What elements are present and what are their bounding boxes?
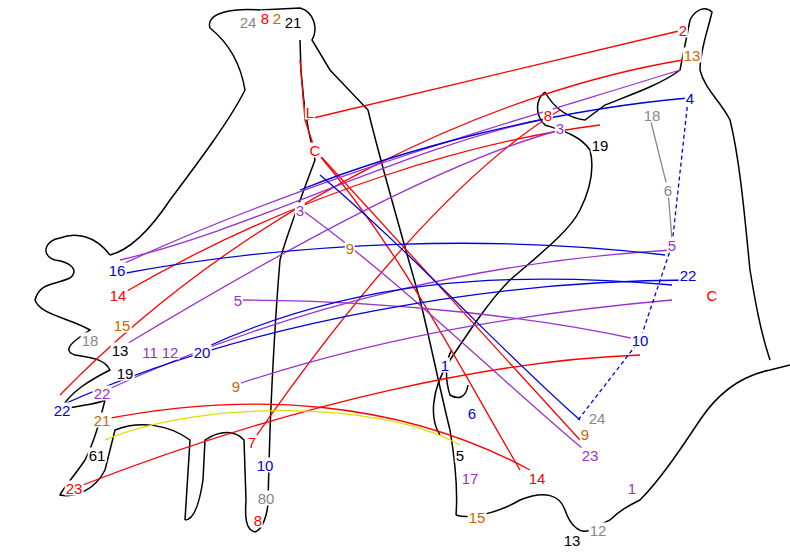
callout-number: 5	[233, 293, 243, 308]
callout-number: 17	[461, 471, 480, 486]
callout-number: 4	[685, 91, 695, 106]
correspondence-lines	[60, 30, 690, 488]
callout-number: C	[706, 288, 719, 303]
callout-number: 1	[440, 358, 450, 373]
callout-number: 9	[345, 241, 355, 256]
callout-number: 2	[272, 11, 282, 26]
callout-number: 6	[467, 406, 477, 421]
callout-number: 6	[663, 183, 673, 198]
callout-number: 8	[253, 513, 263, 528]
callout-number: 3	[555, 121, 565, 136]
callout-number: C	[309, 143, 322, 158]
callout-number: 19	[116, 366, 135, 381]
callout-number: 15	[113, 318, 132, 333]
callout-number: 24	[588, 411, 607, 426]
callout-number: 80	[257, 491, 276, 506]
callout-number: 12	[161, 345, 180, 360]
callout-number: 22	[93, 386, 112, 401]
callout-number: 23	[65, 481, 84, 496]
callout-number: 21	[93, 413, 112, 428]
callout-number: 10	[256, 458, 275, 473]
callout-number: 9	[580, 427, 590, 442]
callout-number: 5	[455, 448, 465, 463]
callout-number: 2	[678, 23, 688, 38]
callout-number: 11	[141, 345, 159, 360]
animal-outlines	[35, 8, 790, 532]
callout-number: 22	[679, 268, 698, 283]
callout-number: 18	[81, 333, 100, 348]
callout-number: 14	[109, 288, 128, 303]
callout-number: 14	[528, 471, 547, 486]
callout-number: L	[305, 105, 315, 120]
callout-number: 10	[631, 333, 650, 348]
callout-number: 13	[111, 343, 130, 358]
callout-number: 22	[53, 403, 72, 418]
callout-number: 23	[581, 448, 600, 463]
callout-number: 13	[563, 533, 582, 548]
callout-number: 9	[231, 379, 241, 394]
callout-number: 15	[468, 510, 487, 525]
callout-number: 61	[88, 448, 107, 463]
callout-number: 16	[108, 263, 127, 278]
callout-number: 20	[193, 345, 212, 360]
callout-number: 1	[627, 481, 637, 496]
callout-number: 19	[591, 138, 610, 153]
callout-number: 21	[284, 15, 303, 30]
callout-number: 24	[239, 15, 258, 30]
callout-number: 7	[247, 435, 257, 450]
callout-number: 5	[667, 238, 677, 253]
callout-number: 13	[683, 48, 702, 63]
callout-number: 8	[543, 108, 553, 123]
callout-number: 8	[260, 11, 270, 26]
callout-number: 18	[643, 108, 662, 123]
callout-number: 12	[589, 523, 608, 538]
callout-number: 3	[295, 203, 305, 218]
